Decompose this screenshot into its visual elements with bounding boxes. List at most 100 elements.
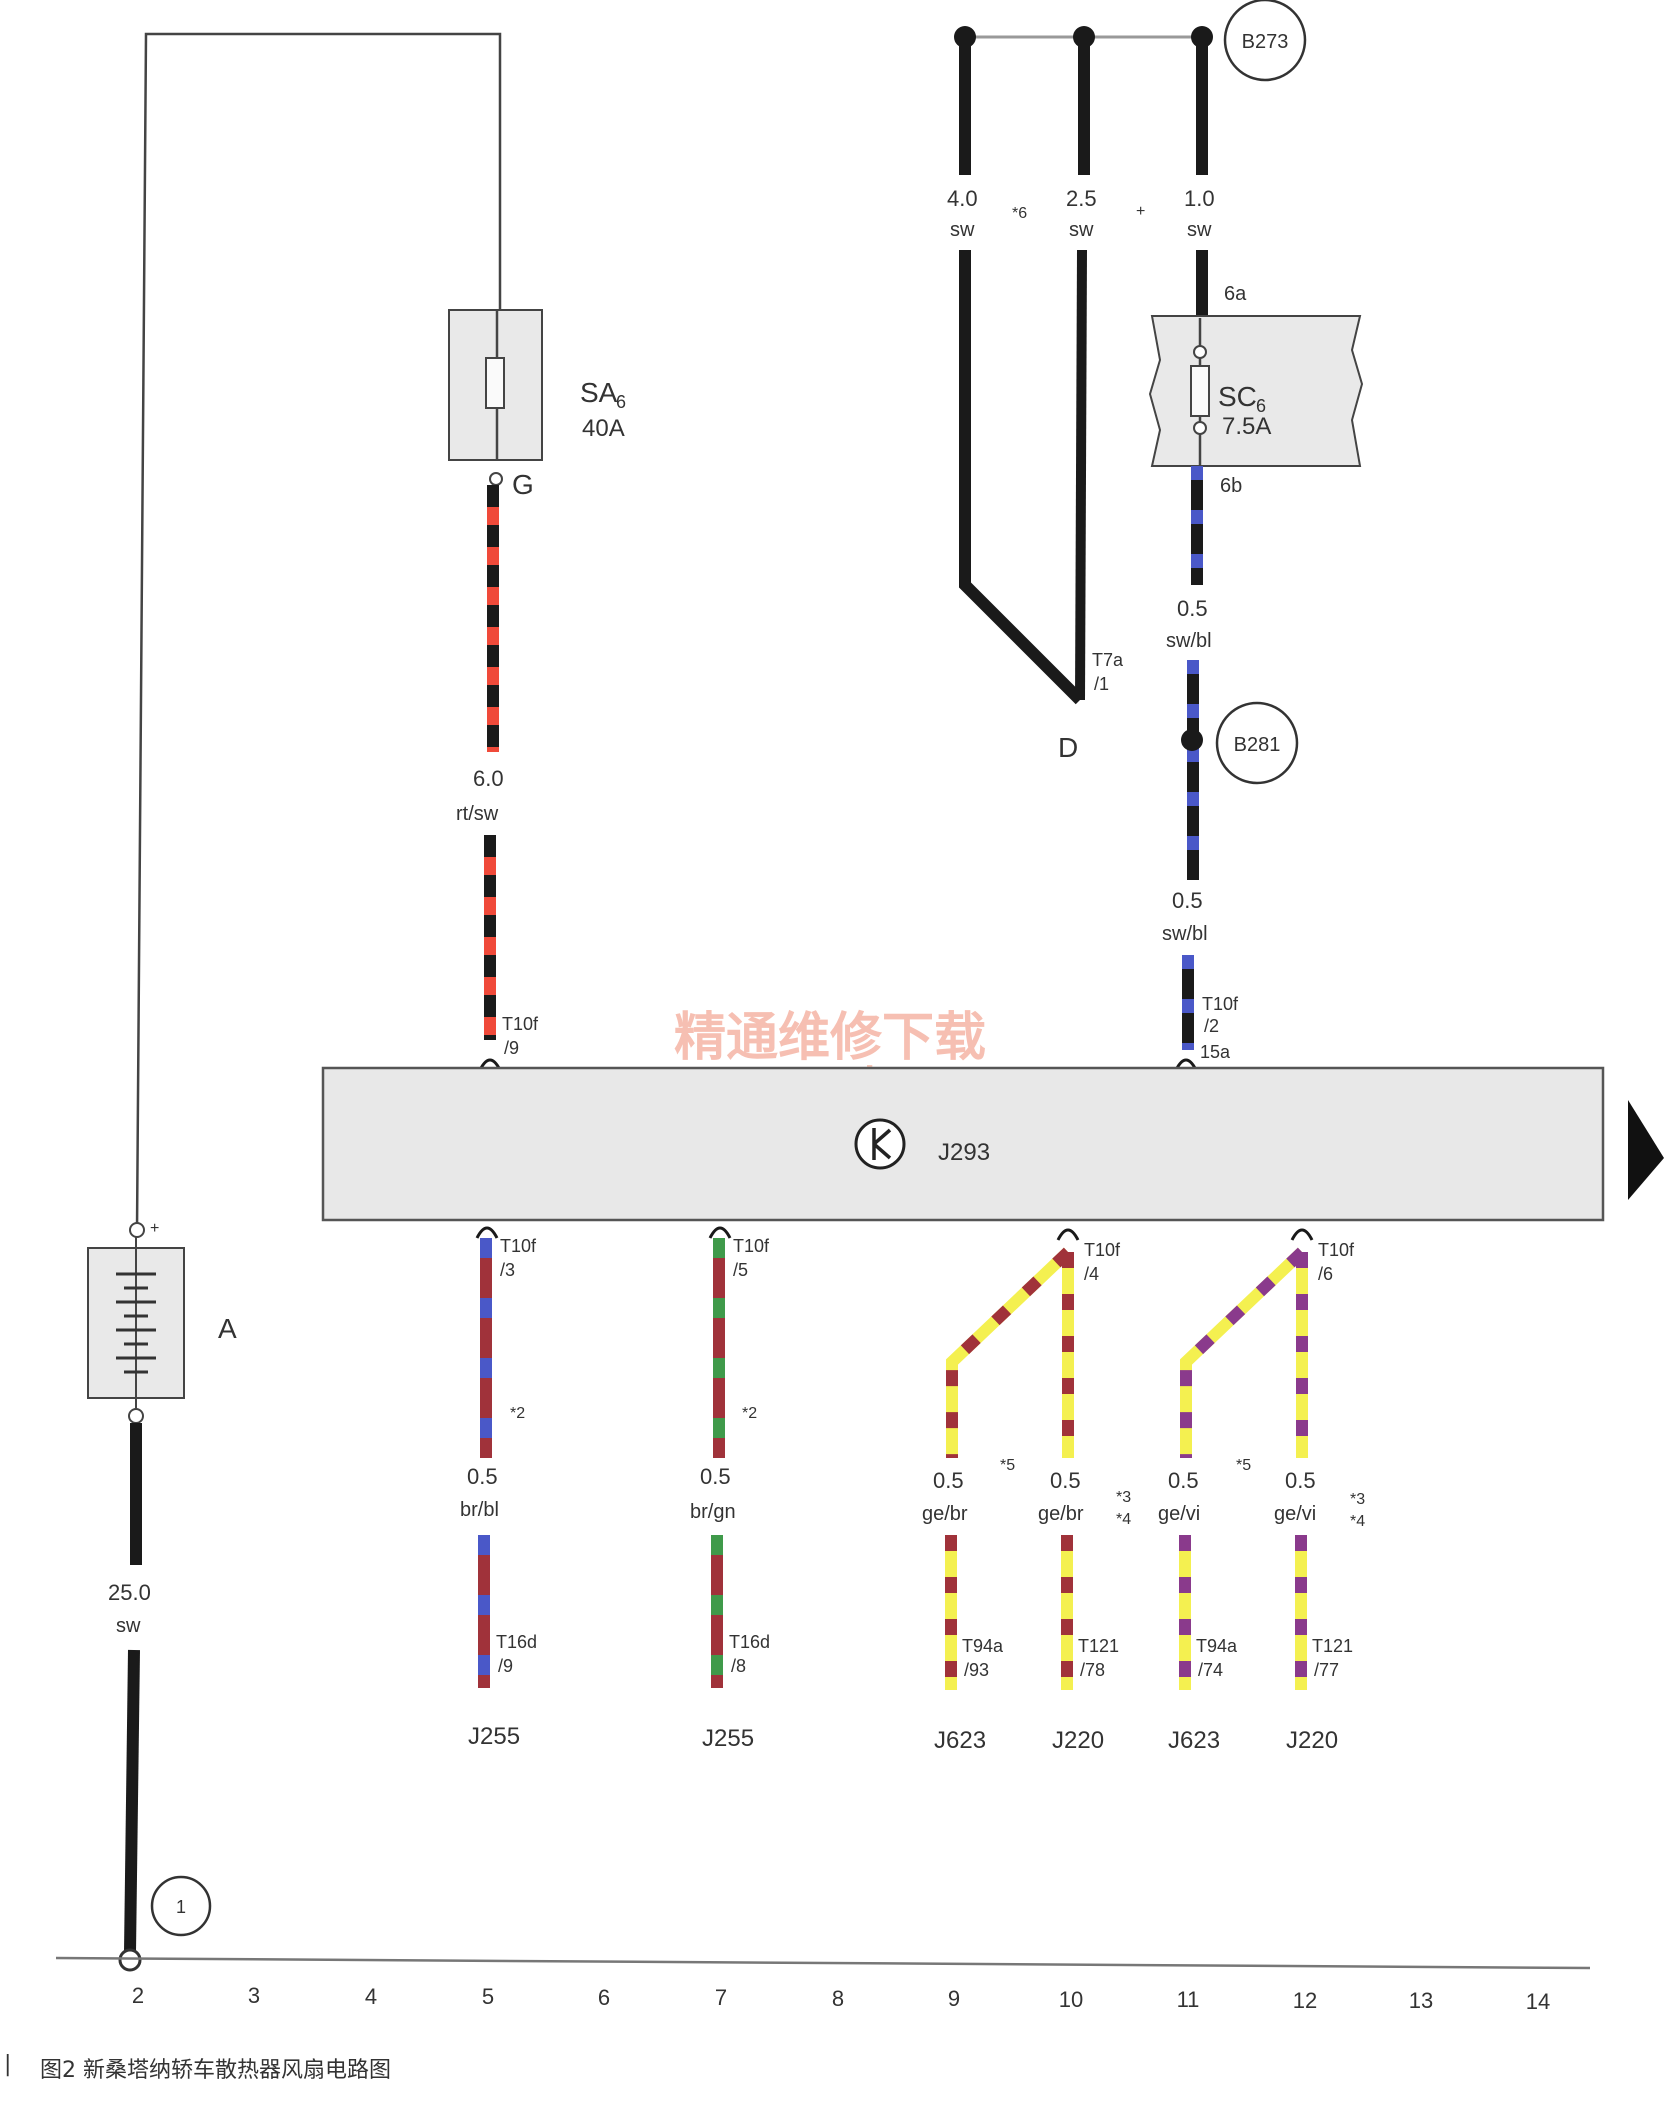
out-4-color: ge/br	[1038, 1503, 1084, 1525]
splice-b281-dot	[1181, 729, 1203, 751]
wire-rt-sw-conn: T10f	[502, 1014, 539, 1034]
output-wires: T10f /3 *2 0.5 br/bl T16d /9 J255 T10f /…	[460, 1226, 1365, 1754]
wire-swbl2-pin2: 15a	[1200, 1042, 1231, 1062]
out-4-bot-conn: T121	[1078, 1636, 1119, 1656]
out-3-size: 0.5	[933, 1468, 964, 1493]
battery-minus-terminal	[128, 1408, 144, 1424]
grid-numbers: 2 3 4 5 6 7 8 9 10 11 12 13 14	[132, 1983, 1550, 2014]
circle-b273-label: B273	[1242, 31, 1289, 53]
grid-number: 14	[1526, 1989, 1550, 2014]
grid-number: 12	[1293, 1988, 1317, 2013]
wire-out-3-a-stripe	[946, 1247, 1073, 1458]
fuse-sc-pin-bottom: 6b	[1220, 475, 1242, 497]
figure-caption: | 图2 新桑塔纳轿车散热器风扇电路图	[0, 2046, 1674, 2086]
out-6-bot-conn: T121	[1312, 1636, 1353, 1656]
out-1-color: br/bl	[460, 1499, 499, 1521]
fuse-sc-name: SC	[1218, 381, 1257, 412]
grid-number: 9	[948, 1986, 960, 2011]
out-2-top-pin: /5	[733, 1260, 748, 1280]
fan-icon	[854, 1118, 906, 1170]
fuse-sc-rating: 7.5A	[1222, 413, 1271, 440]
out-4-note1: *3	[1116, 1489, 1131, 1506]
out-1-note: *2	[510, 1405, 525, 1422]
out-5-size: 0.5	[1168, 1468, 1199, 1493]
wire-rt-sw-pin: /9	[504, 1038, 519, 1058]
module-j293	[321, 1066, 1605, 1222]
circle-b281	[1215, 701, 1299, 785]
wire-swbl2-color: sw/bl	[1162, 923, 1208, 945]
fuse-sa-name: SA	[580, 377, 618, 408]
wire-sw40-note: *6	[1012, 205, 1027, 222]
wire-sw25-color: sw	[1069, 219, 1094, 241]
fuse-sa-terminal: G	[512, 469, 534, 500]
grid-number: 3	[248, 1983, 260, 2008]
grid-number: 11	[1177, 1987, 1200, 2012]
out-6-top-pin: /6	[1318, 1264, 1333, 1284]
out-3-bot-conn: T94a	[962, 1636, 1004, 1656]
ground-line	[55, 1956, 1591, 1970]
battery-plus-terminal	[129, 1222, 145, 1238]
wire-sw10-size: 1.0	[1184, 186, 1215, 211]
wire-out-5-a-stripe	[1180, 1247, 1307, 1458]
out-1-dest: J255	[468, 1723, 520, 1750]
out-3-color: ge/br	[922, 1503, 968, 1525]
circle-ground-1	[150, 1875, 212, 1937]
fuse-sc-contact-top	[1193, 345, 1207, 359]
wire-sw25-size: 2.5	[1066, 186, 1097, 211]
connector-arrow-out-2	[708, 1226, 732, 1239]
battery-plus-wire	[135, 32, 502, 1231]
out-4-size: 0.5	[1050, 1468, 1081, 1493]
fuse-sc-pin-top: 6a	[1224, 283, 1247, 305]
wire-sw40-bottom	[959, 250, 1085, 705]
wire-out-5-a	[1180, 1247, 1307, 1458]
fuse-sa-sub: 6	[616, 392, 626, 412]
fuse-sc-contact-bottom	[1193, 421, 1207, 435]
out-4-dest: J220	[1052, 1727, 1104, 1754]
out-4-bot-pin: /78	[1080, 1660, 1105, 1680]
out-6-size: 0.5	[1285, 1468, 1316, 1493]
out-5-bot-conn: T94a	[1196, 1636, 1238, 1656]
out-2-color: br/gn	[690, 1501, 736, 1523]
battery-plus-sign: +	[150, 1220, 159, 1237]
out-2-bot-pin: /8	[731, 1656, 746, 1676]
wire-out-3-a	[946, 1247, 1073, 1458]
connector-arrow-out-pin6	[1290, 1228, 1314, 1241]
wire-swbl1-color: sw/bl	[1166, 630, 1212, 652]
module-j293-label: J293	[938, 1139, 990, 1166]
ground-terminal	[118, 1948, 142, 1972]
grid-number: 4	[365, 1984, 377, 2009]
fan-icon-glyph	[872, 1128, 892, 1160]
grid-number: 8	[832, 1986, 844, 2011]
connector-arrow-out-1	[475, 1226, 499, 1239]
fuse-sc-sub: 6	[1256, 396, 1266, 416]
out-2-dest: J255	[702, 1725, 754, 1752]
d-connector-label: D	[1058, 732, 1078, 763]
wire-sw40-size: 4.0	[947, 186, 978, 211]
out-6-bot-pin: /77	[1314, 1660, 1339, 1680]
out-5-note: *5	[1236, 1457, 1251, 1474]
out-3-dest: J623	[934, 1727, 986, 1754]
grid-number: 7	[715, 1985, 727, 2010]
out-6-top-conn: T10f	[1318, 1240, 1355, 1260]
d-connector-conn: T7a	[1092, 650, 1124, 670]
out-6-dest: J220	[1286, 1727, 1338, 1754]
caption-bar: |	[4, 2052, 12, 2077]
out-2-bot-conn: T16d	[729, 1632, 770, 1652]
circle-ground-1-label: 1	[176, 1897, 186, 1917]
d-connector-pin: /1	[1094, 674, 1109, 694]
connector-arrow-out-pin4	[1056, 1228, 1080, 1241]
out-4-note2: *4	[1116, 1511, 1131, 1528]
out-3-note: *5	[1000, 1457, 1015, 1474]
caption-text: 图2 新桑塔纳轿车散热器风扇电路图	[40, 2058, 391, 2083]
out-1-top-conn: T10f	[500, 1236, 537, 1256]
out-6-note1: *3	[1350, 1491, 1365, 1508]
watermark-line1: 精通维修下载	[674, 1008, 986, 1068]
out-3-bot-pin: /93	[964, 1660, 989, 1680]
battery-label: A	[218, 1313, 237, 1344]
circuit-diagram: SA 6 40A G 6.0 rt/sw T10f /9 B273 4.0 sw…	[55, 0, 1664, 2014]
out-1-bot-pin: /9	[498, 1656, 513, 1676]
out-2-size: 0.5	[700, 1464, 731, 1489]
out-1-size: 0.5	[467, 1464, 498, 1489]
wire-swbl2-conn: T10f	[1202, 994, 1239, 1014]
out-4-top-pin: /4	[1084, 1264, 1099, 1284]
